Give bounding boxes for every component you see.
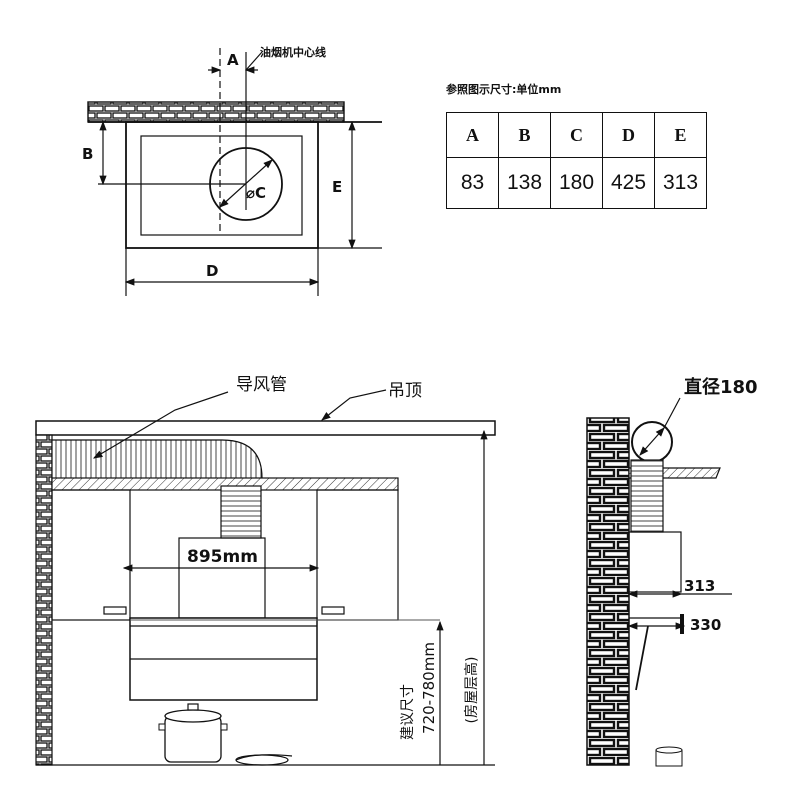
duct-label: 导风管 xyxy=(236,375,287,395)
hood-inner-panel xyxy=(140,135,303,236)
side-brick-wall xyxy=(586,417,630,766)
left-cabinet-handle xyxy=(103,606,127,615)
hood-outline xyxy=(125,121,319,249)
pot-icon xyxy=(158,703,228,763)
side-hood-body xyxy=(628,531,682,593)
dims-value-cell: 425 xyxy=(602,157,655,209)
dims-header-cell: C xyxy=(550,112,603,158)
right-cabinet xyxy=(316,489,399,621)
dim-C-label: ⌀C xyxy=(246,184,266,202)
side-pot-icon xyxy=(655,746,683,767)
centerline-label: 油烟机中心线 xyxy=(260,45,326,59)
dim-E-label: E xyxy=(332,178,342,196)
dims-header-cell: E xyxy=(654,112,707,158)
width-label: 895mm xyxy=(187,547,258,567)
diameter-label: 直径180 xyxy=(684,376,758,398)
depth-label: 313 xyxy=(684,577,715,595)
dims-value-cell: 180 xyxy=(550,157,603,209)
front-view: 导风管 吊顶 895mm 建议尺寸 720-780mm (房屋层高) xyxy=(35,375,496,766)
plan-diagram: A 油烟机中心线 B ⌀C D E xyxy=(82,45,382,296)
side-glass-panel xyxy=(635,625,649,691)
dims-header-cell: D xyxy=(602,112,655,158)
side-panel-edge xyxy=(680,614,684,634)
ceiling-leader xyxy=(321,389,387,421)
ceiling-label: 吊顶 xyxy=(388,381,422,401)
dim-D-label: D xyxy=(206,262,218,280)
dims-table-value-row: 83 138 180 425 313 xyxy=(446,157,707,209)
left-cabinet xyxy=(51,489,131,621)
duct-leader xyxy=(92,391,229,459)
suggest-label: 建议尺寸 xyxy=(400,684,416,740)
plan-wall-bricks xyxy=(87,101,345,123)
dim-B-label: B xyxy=(82,145,93,163)
pan-icon xyxy=(235,754,293,766)
duct-vertical xyxy=(220,485,262,539)
side-view: 直径180 313 330 xyxy=(586,376,758,767)
dims-header-cell: A xyxy=(446,112,499,158)
dims-value-cell: 138 xyxy=(498,157,551,209)
side-chimney xyxy=(630,459,664,533)
dims-table-header-row: A B C D E xyxy=(446,112,707,158)
dims-table: A B C D E 83 138 180 425 313 xyxy=(446,112,707,209)
dims-value-cell: 83 xyxy=(446,157,499,209)
dims-value-cell: 313 xyxy=(654,157,707,209)
suggest-range: 720-780mm xyxy=(420,642,438,734)
left-brick-wall xyxy=(35,434,53,766)
ceiling-slab xyxy=(35,420,496,436)
dims-table-title: 参照图示尺寸:单位mm xyxy=(446,83,562,96)
total-label: 330 xyxy=(690,616,721,634)
right-cabinet-handle xyxy=(321,606,345,615)
room-height-label: (房屋层高) xyxy=(463,657,480,724)
dim-A-label: A xyxy=(227,51,239,69)
dims-header-cell: B xyxy=(498,112,551,158)
